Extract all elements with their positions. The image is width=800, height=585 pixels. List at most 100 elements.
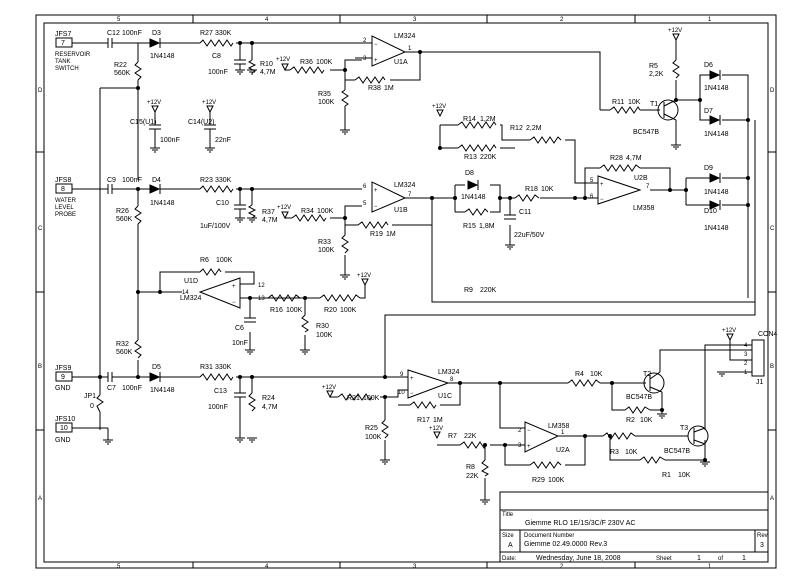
u2a-pin-out: 1 [561,430,565,436]
jfs9-ref: JFS9 [55,365,71,372]
component-labels: C12 100nF D3 1N4148 R27 330K C8 100nF R1… [84,30,729,484]
value-r22: 560K [114,70,131,77]
svg-text:+: + [232,284,236,290]
u1a-pin-out: 1 [408,46,412,52]
vcc-label-1: +12V [276,57,290,63]
label-t2: T2 [643,371,651,378]
wires [72,38,756,500]
con4-ref: CON4 [758,331,778,338]
opamp-u2b [597,175,642,205]
col-label-1-bottom: 1 [708,564,712,570]
vcc-label-7: +12V [357,273,371,279]
opamp-u1d [198,277,241,309]
opamp-u1c [407,369,450,399]
label-r19: R19 [370,231,383,238]
value-r2: 10K [640,417,653,424]
value-r3: 10K [625,449,638,456]
label-c10: C10 [216,200,229,207]
value-r10: 4,7M [260,69,276,76]
u1b-pin-out: 7 [408,192,412,198]
u1a-pin-a: 2 [363,38,367,44]
value-r29: 100K [548,477,565,484]
value-r4: 10K [590,371,603,378]
u1b-ref: U1B [394,207,408,214]
opamp-triangles [198,35,642,453]
u2a-pin-b: 3 [518,443,522,449]
row-label-b: B [38,364,42,370]
label-r33: R33 [318,239,331,246]
label-r5: R5 [649,63,658,70]
title-value: Giemme RLO 1E/1S/3C/F 230V AC [525,520,636,527]
label-r20: R20 [324,307,337,314]
u1a-ref: U1A [394,59,408,66]
label-r18: R18 [525,186,538,193]
label-c11: C11 [519,209,531,216]
label-r30: R30 [316,323,329,330]
label-r22: R22 [114,62,127,69]
title-label: Title [502,512,514,518]
label-c14: C14(U2) [188,119,214,126]
svg-text:−: − [232,300,236,306]
u2b-pin-b: 6 [590,194,594,200]
u2b-pin-a: 5 [590,178,594,184]
vcc-label-2: +12V [147,100,161,106]
value-t3: BC547B [664,448,690,455]
col-label-2-bottom: 2 [560,564,564,570]
row-label-c: C [38,226,43,232]
col-label-2: 2 [560,17,564,23]
label-r8: R8 [466,464,475,471]
supply-symbols [151,33,734,440]
jfs7-pin: 7 [61,40,65,47]
value-jp1: 0 [90,403,94,410]
con4-pin-1: 1 [744,370,748,376]
svg-text:+: + [374,58,378,64]
label-r11: R11 [612,99,624,106]
value-r20: 100K [340,307,357,314]
jfs10-pin: 10 [60,425,68,432]
vcc-label-8: +12V [322,385,336,391]
value-r13: 220K [480,154,497,161]
docnum-label: Document Number [524,533,574,539]
value-r15: 1,8M [479,223,495,230]
value-r33: 100K [318,247,335,254]
value-d3: 1N4148 [150,53,175,60]
value-r17: 1M [433,417,443,424]
t3-body [687,425,709,447]
col-label-3-bottom: 3 [413,564,417,570]
value-r27: 330K [215,30,232,37]
value-c11: 22uF/50V [514,232,545,239]
connector-boxes [55,37,73,433]
svg-text:+: + [600,182,604,188]
opamp-u2a [524,421,560,453]
value-r12: 2,2M [526,125,542,132]
u2b-ref: U2B [634,175,648,182]
value-c7: 100nF [122,385,142,392]
value-r28: 4,7M [626,155,642,162]
value-d10: 1N4148 [704,225,729,232]
value-r34: 100K [317,208,334,215]
label-r23: R23 [200,177,213,184]
row-label-b-right: B [770,364,774,370]
label-d3: D3 [152,30,161,37]
label-r2: R2 [626,417,635,424]
label-r21: R21 [347,395,360,402]
u2a-ref: U2A [556,447,570,454]
label-r13: R13 [464,154,477,161]
value-c15: 100nF [160,137,180,144]
label-d7: D7 [704,108,713,115]
label-r24: R24 [262,395,275,402]
value-r25: 100K [365,434,382,441]
col-label-3: 3 [413,17,417,23]
label-r26: R26 [116,208,129,215]
col-label-5: 5 [117,17,121,23]
label-r31: R31 [200,364,213,371]
u2a-pin-a: 2 [518,428,522,434]
t1-body [657,99,679,121]
row-label-d: D [38,88,43,94]
row-label-a-right: A [770,496,774,502]
svg-text:+: + [527,444,531,450]
value-d7: 1N4148 [704,131,729,138]
value-r16: 100K [286,307,303,314]
value-c6: 10nF [232,340,248,347]
value-r21: 100K [363,395,380,402]
